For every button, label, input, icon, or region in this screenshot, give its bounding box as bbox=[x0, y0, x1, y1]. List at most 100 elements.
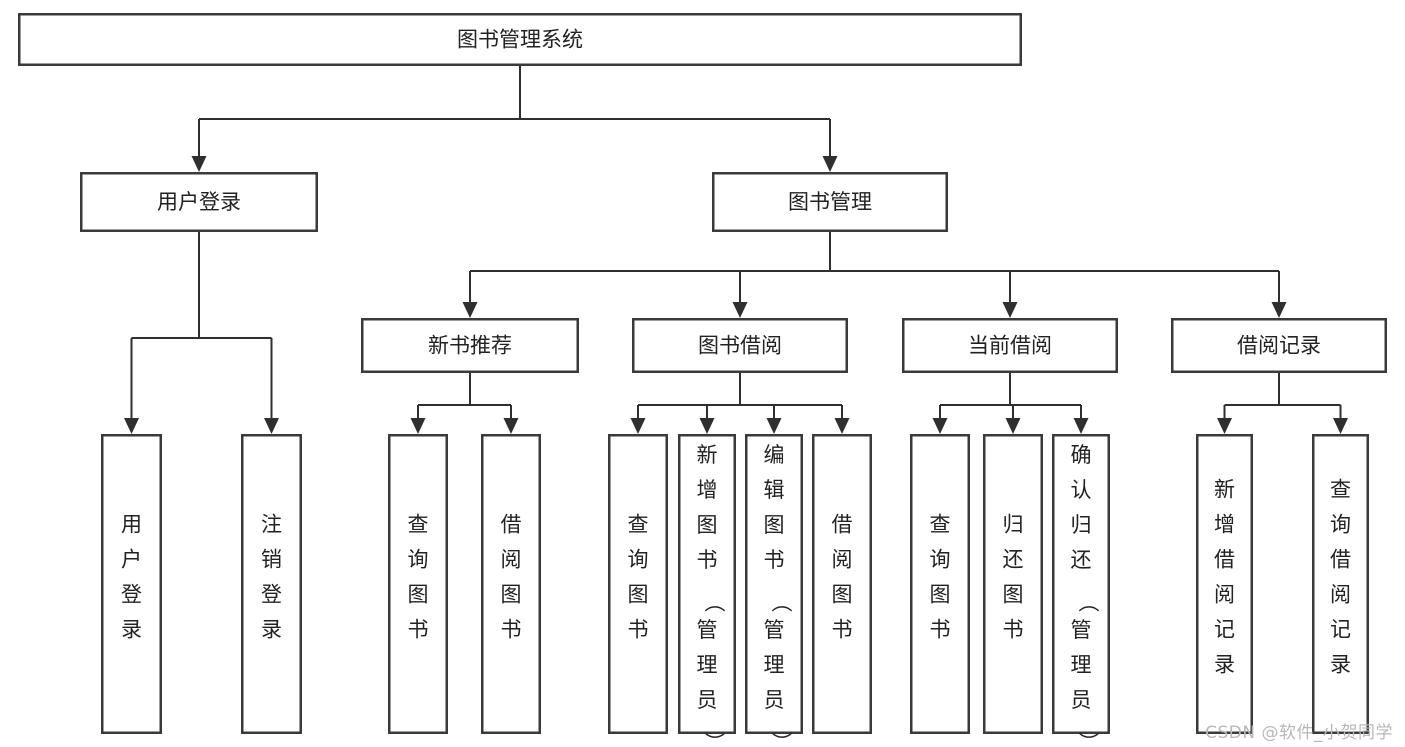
node-label-char: 新 bbox=[697, 443, 718, 467]
connector-layer bbox=[124, 66, 1348, 434]
node-box bbox=[910, 434, 971, 735]
connector-book-manage bbox=[462, 232, 1287, 318]
node-label-char: 录 bbox=[1330, 653, 1351, 677]
node-label-char: 记 bbox=[1330, 618, 1351, 642]
node-label-char: 管 bbox=[697, 618, 718, 642]
node-root[interactable]: 图书管理系统 bbox=[18, 12, 1022, 66]
node-label-char: 查 bbox=[1330, 478, 1351, 502]
node-label-char: 借 bbox=[832, 513, 853, 537]
node-label-char: 书 bbox=[697, 548, 718, 572]
node-label-char: 登 bbox=[261, 583, 282, 607]
node-label-char: 员 bbox=[764, 688, 785, 712]
node-book-borrow[interactable]: 图书借阅 bbox=[632, 318, 849, 374]
node-label: 当前借阅 bbox=[968, 334, 1052, 358]
node-label-char: 图 bbox=[697, 513, 718, 537]
node-label-char: 新 bbox=[1214, 478, 1235, 502]
node-label-char: 借 bbox=[1330, 548, 1351, 572]
node-label-char: 增 bbox=[697, 478, 718, 502]
node-label: 用户登录 bbox=[121, 513, 142, 642]
node-label-char: 员 bbox=[1071, 688, 1092, 712]
node-label-char: 用 bbox=[121, 513, 142, 537]
node-label-char: （ bbox=[769, 592, 793, 613]
node-label-char: 注 bbox=[261, 513, 282, 537]
node-label-char: 理 bbox=[764, 653, 785, 677]
node-label-char: （ bbox=[1076, 592, 1100, 613]
node-leaf-user-login[interactable]: 用户登录 bbox=[100, 434, 162, 735]
node-label-char: 阅 bbox=[1214, 583, 1235, 607]
node-book-manage[interactable]: 图书管理 bbox=[712, 171, 949, 232]
node-label-char: 还 bbox=[1071, 548, 1092, 572]
node-new-book-rec[interactable]: 新书推荐 bbox=[361, 318, 580, 374]
node-label-char: 图 bbox=[832, 583, 853, 607]
node-label: 图书借阅 bbox=[698, 334, 782, 358]
node-box bbox=[632, 318, 849, 374]
connector-user-login bbox=[124, 232, 279, 434]
node-label-char: 登 bbox=[121, 583, 142, 607]
node-label-char: 图 bbox=[501, 583, 522, 607]
node-label-char: 图 bbox=[628, 583, 649, 607]
connector-new-book-rec bbox=[410, 373, 519, 434]
node-label: 图书管理系统 bbox=[457, 28, 583, 52]
node-label-char: 理 bbox=[1071, 653, 1092, 677]
node-label-char: 增 bbox=[1214, 513, 1235, 537]
connector-root bbox=[191, 66, 838, 172]
node-label-char: 录 bbox=[121, 618, 142, 642]
node-label-char: 员 bbox=[697, 688, 718, 712]
node-label-char: 阅 bbox=[832, 548, 853, 572]
node-box bbox=[745, 434, 804, 735]
node-label-char: 还 bbox=[1003, 548, 1024, 572]
node-label-char: 书 bbox=[628, 618, 649, 642]
node-label-char: ） bbox=[769, 732, 793, 747]
node-label-char: 借 bbox=[1214, 548, 1235, 572]
node-user-login[interactable]: 用户登录 bbox=[79, 171, 319, 232]
node-label-char: 查 bbox=[930, 513, 951, 537]
node-label-char: 书 bbox=[408, 618, 429, 642]
node-label-char: 图 bbox=[408, 583, 429, 607]
node-label-char: ） bbox=[1076, 732, 1100, 747]
node-label-char: 借 bbox=[501, 513, 522, 537]
node-box bbox=[388, 434, 449, 735]
node-label-char: 书 bbox=[764, 548, 785, 572]
node-label-char: 询 bbox=[408, 548, 429, 572]
node-box bbox=[812, 434, 873, 735]
node-label-char: 销 bbox=[261, 548, 282, 572]
node-label-char: 管 bbox=[1071, 618, 1092, 642]
node-label-char: 记 bbox=[1214, 618, 1235, 642]
node-label-char: 归 bbox=[1003, 513, 1024, 537]
node-label-char: 认 bbox=[1071, 478, 1092, 502]
node-box bbox=[608, 434, 669, 735]
node-borrow-record[interactable]: 借阅记录 bbox=[1170, 318, 1387, 374]
node-box bbox=[361, 318, 580, 374]
node-label-char: （ bbox=[702, 592, 726, 613]
connector-current-borrow bbox=[932, 373, 1089, 434]
node-label-char: 户 bbox=[121, 548, 142, 572]
node-box bbox=[983, 434, 1044, 735]
node-current-borrow[interactable]: 当前借阅 bbox=[902, 318, 1119, 374]
node-box bbox=[712, 171, 949, 232]
node-label-char: 查 bbox=[408, 513, 429, 537]
node-label-char: 图 bbox=[1003, 583, 1024, 607]
node-label-char: 书 bbox=[832, 618, 853, 642]
node-box bbox=[678, 434, 737, 735]
node-label-char: 编 bbox=[764, 443, 785, 467]
